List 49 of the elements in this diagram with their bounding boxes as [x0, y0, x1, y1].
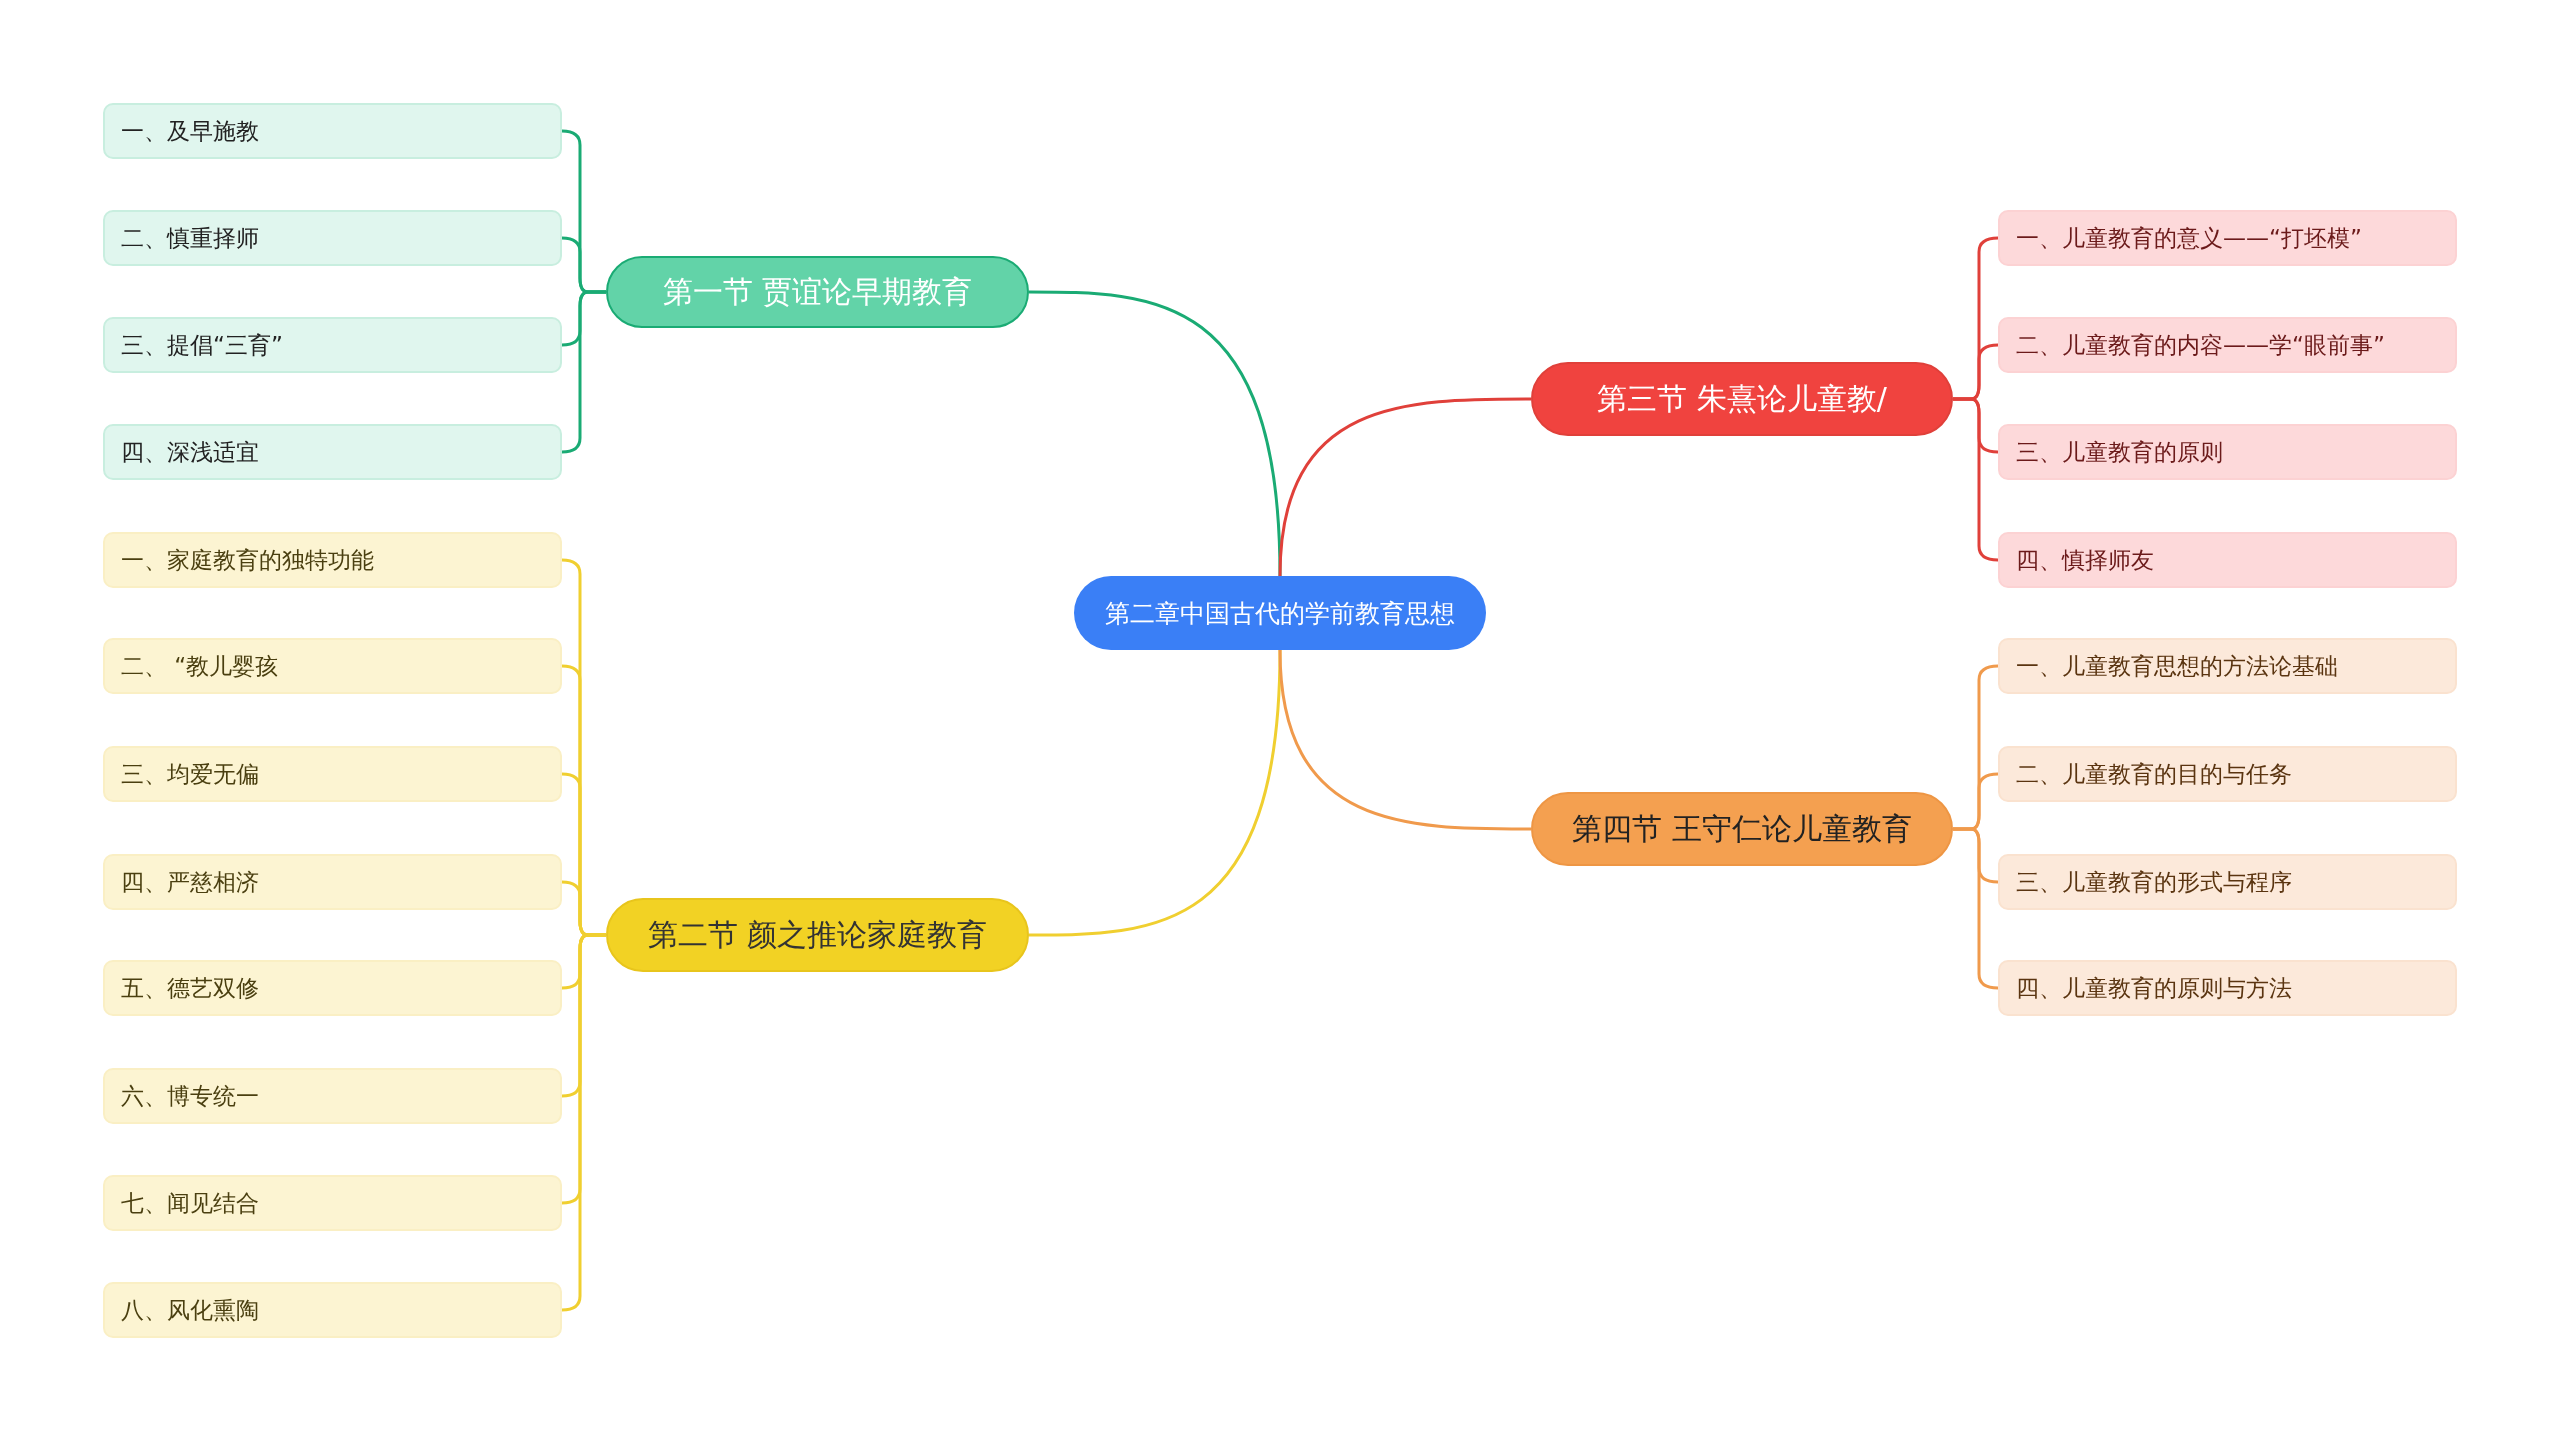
topic-text: 二、慎重择师	[121, 223, 259, 253]
topic-text: 四、儿童教育的原则与方法	[2016, 973, 2292, 1003]
topic-text: 第三节 朱熹论儿童教/	[1597, 379, 1887, 418]
subtopic-box	[103, 1282, 562, 1338]
topic-text: 第二章中国古代的学前教育思想	[1105, 597, 1455, 630]
topic-text: 八、风化熏陶	[121, 1295, 259, 1325]
topic-text: 一、儿童教育思想的方法论基础	[2016, 651, 2338, 681]
subtopic-box	[103, 746, 562, 802]
subtopic-box	[103, 960, 562, 1016]
subtopic-box	[103, 424, 562, 480]
subtopic-box	[103, 532, 562, 588]
topic-text: 七、闻见结合	[121, 1188, 259, 1218]
topic-text: 二、儿童教育的内容——学“眼前事”	[2016, 330, 2385, 360]
subtopic-box	[103, 1068, 562, 1124]
topic-text: 二、 “教儿婴孩	[121, 651, 279, 681]
subtopic-box	[103, 317, 562, 373]
subtopic-box	[103, 1175, 562, 1231]
topic-text: 第一节 贾谊论早期教育	[662, 272, 973, 311]
topic-text: 三、均爱无偏	[121, 759, 259, 789]
subtopic-box	[103, 210, 562, 266]
subtopic-box	[1998, 532, 2457, 588]
subtopic-box	[1998, 746, 2457, 802]
topic-text: 四、深浅适宜	[121, 437, 259, 467]
subtopic-box	[1998, 854, 2457, 910]
topic-text: 三、儿童教育的原则	[2016, 437, 2223, 467]
subtopic-box	[103, 638, 562, 694]
subtopic-box	[103, 103, 562, 159]
topic-text: 一、家庭教育的独特功能	[121, 545, 374, 575]
branch-line	[1029, 649, 1282, 937]
topic-text: 四、严慈相济	[121, 867, 259, 897]
branch-line	[1029, 290, 1282, 577]
topic-text: 五、德艺双修	[121, 973, 259, 1003]
topic-text: 六、博专统一	[121, 1081, 259, 1111]
topic-text: 一、及早施教	[121, 116, 259, 146]
subtopic-box	[1998, 317, 2457, 373]
topic-text: 第二节 颜之推论家庭教育	[647, 915, 988, 954]
subtopic-box	[1998, 210, 2457, 266]
subtopic-box	[1998, 960, 2457, 1016]
subtopic-box	[103, 854, 562, 910]
subtopic-box	[1998, 424, 2457, 480]
branch-line	[1278, 649, 1531, 831]
topic-text: 三、儿童教育的形式与程序	[2016, 867, 2292, 897]
topic-text: 第四节 王守仁论儿童教育	[1572, 809, 1912, 848]
topic-text: 三、提倡“三育”	[121, 330, 283, 360]
topic-text: 一、儿童教育的意义——“打坯模”	[2016, 223, 2362, 253]
subtopic-box	[1998, 638, 2457, 694]
topic-text: 二、儿童教育的目的与任务	[2016, 759, 2292, 789]
branch-line	[1278, 397, 1531, 577]
topic-text: 四、慎择师友	[2016, 545, 2154, 575]
